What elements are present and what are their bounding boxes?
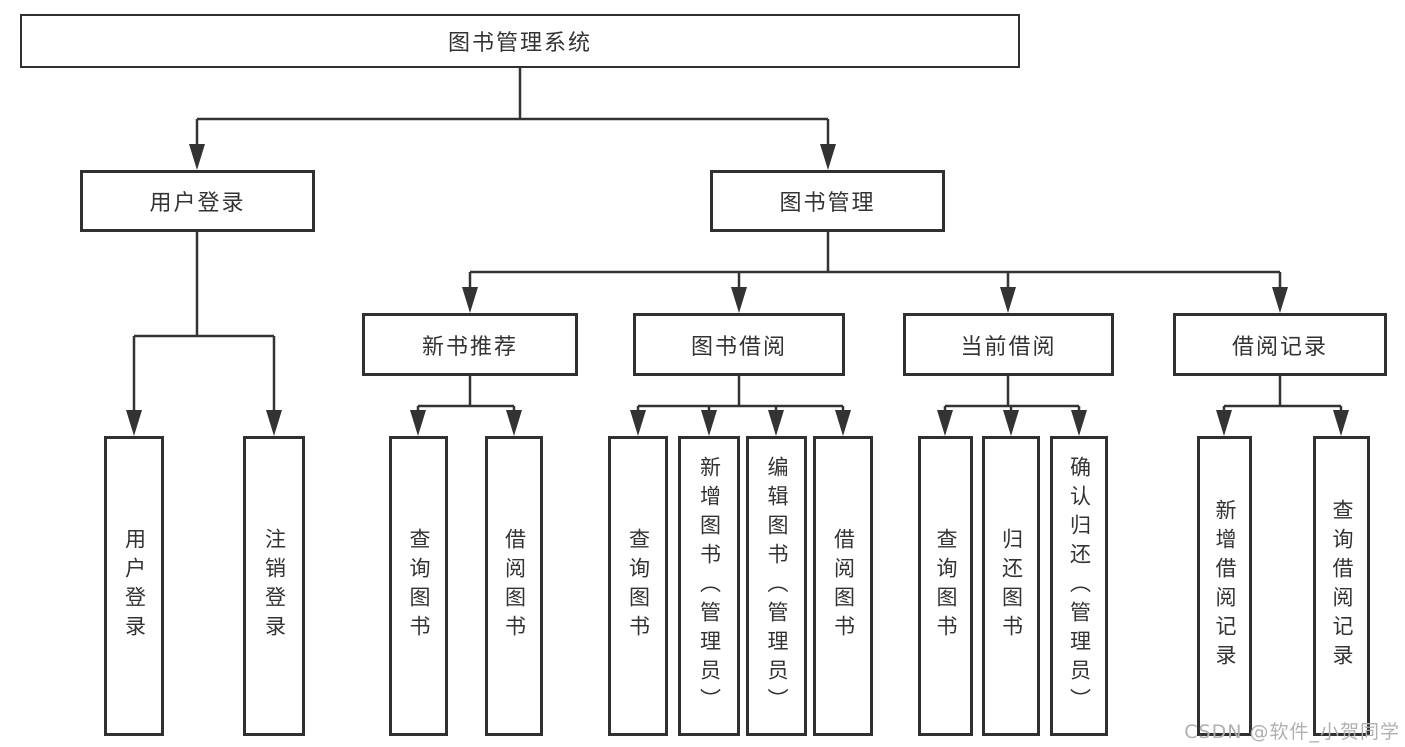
leaf-return-books: 归还图书 xyxy=(982,436,1040,736)
leaf-logout: 注销登录 xyxy=(243,436,305,736)
leaf-query-books-current: 查询图书 xyxy=(918,436,973,736)
leaf-query-borrow-record: 查询借阅记录 xyxy=(1313,436,1370,736)
leaf-borrow-books: 借阅图书 xyxy=(813,436,873,736)
csdn-watermark: CSDN @软件_小贺同学 xyxy=(1184,721,1400,743)
leaf-query-books-borrow: 查询图书 xyxy=(608,436,668,736)
leaf-add-books-admin: 新增图书（管理员） xyxy=(678,436,740,736)
connector-new-book-recommend-to-leaves xyxy=(410,376,522,436)
leaf-edit-books-admin: 编辑图书（管理员） xyxy=(746,436,807,736)
leaf-user-login: 用户登录 xyxy=(104,436,164,736)
node-user-login: 用户登录 xyxy=(80,170,315,232)
node-root-system: 图书管理系统 xyxy=(20,14,1020,68)
connector-root-to-level2 xyxy=(189,68,836,170)
leaf-add-borrow-record: 新增借阅记录 xyxy=(1197,436,1252,736)
node-new-book-recommend: 新书推荐 xyxy=(362,313,578,376)
connector-current-borrow-to-leaves xyxy=(937,376,1087,436)
leaf-query-books-recommend: 查询图书 xyxy=(389,436,448,736)
connector-borrow-records-to-leaves xyxy=(1216,376,1349,436)
connector-user-login-to-leaves xyxy=(126,232,282,436)
node-book-borrow: 图书借阅 xyxy=(633,313,845,376)
node-book-management: 图书管理 xyxy=(710,170,945,232)
connector-book-borrow-to-leaves xyxy=(630,376,851,436)
node-borrow-records: 借阅记录 xyxy=(1173,313,1387,376)
connector-book-management-to-level3 xyxy=(462,232,1288,313)
leaf-confirm-return-admin: 确认归还（管理员） xyxy=(1050,436,1108,736)
leaf-borrow-books-recommend: 借阅图书 xyxy=(485,436,543,736)
node-current-borrow: 当前借阅 xyxy=(903,313,1114,376)
